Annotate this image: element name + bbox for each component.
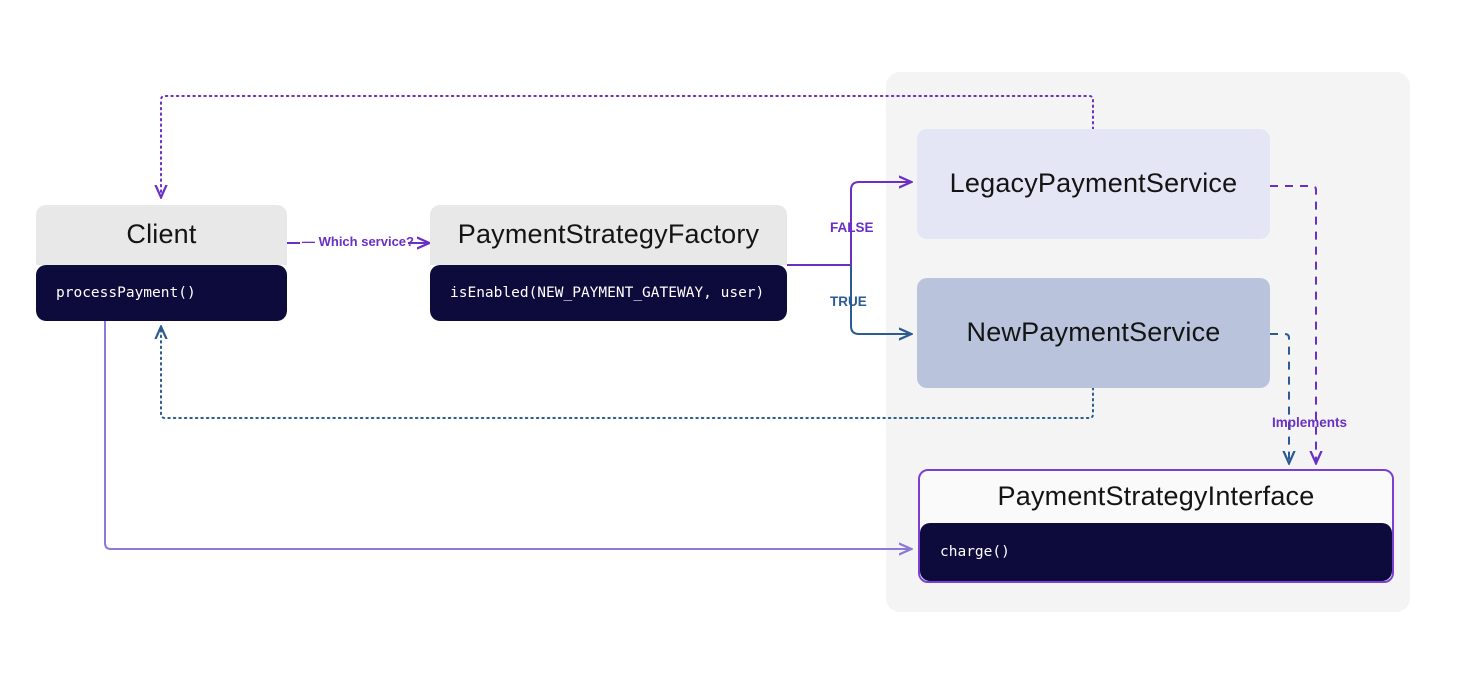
node-payment-strategy-factory[interactable]: PaymentStrategyFactory isEnabled(NEW_PAY… xyxy=(430,205,787,321)
node-client[interactable]: Client processPayment() xyxy=(36,205,287,321)
node-interface-method: charge() xyxy=(920,523,1392,581)
edge-label-true: TRUE xyxy=(830,294,867,309)
node-legacy-payment-service[interactable]: LegacyPaymentService xyxy=(917,129,1270,239)
node-factory-method: isEnabled(NEW_PAYMENT_GATEWAY, user) xyxy=(430,265,787,321)
node-interface-title: PaymentStrategyInterface xyxy=(997,481,1315,512)
node-new-payment-service[interactable]: NewPaymentService xyxy=(917,278,1270,388)
edge-label-false: FALSE xyxy=(830,220,874,235)
node-client-title: Client xyxy=(36,205,287,265)
node-legacy-title: LegacyPaymentService xyxy=(949,168,1238,199)
edge-label-which-service: — Which service? xyxy=(302,234,414,249)
node-payment-strategy-interface[interactable]: PaymentStrategyInterface charge() xyxy=(918,469,1394,583)
edge-client-to-interface-charge xyxy=(104,321,910,549)
node-client-method: processPayment() xyxy=(36,265,287,321)
edge-label-implements: Implements xyxy=(1272,415,1348,430)
node-factory-title: PaymentStrategyFactory xyxy=(430,205,787,265)
node-new-title: NewPaymentService xyxy=(966,317,1221,348)
